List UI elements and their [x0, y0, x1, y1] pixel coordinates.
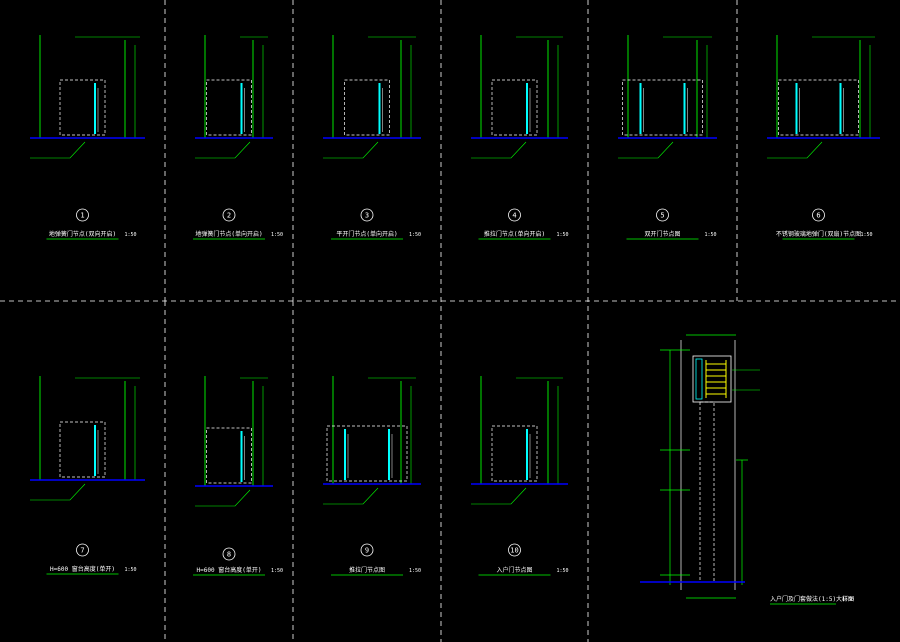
- detail-caption: 地弹簧门节点(双向开启): [49, 230, 116, 238]
- details-layer: 1 地弹簧门节点(双向开启) 1:50 2 地弹簧门节点(单向开启) 1:50 3 平开门节点…: [30, 35, 880, 576]
- detail-number: 7: [80, 547, 84, 555]
- detail-caption: 地弹簧门节点(单向开启): [195, 230, 262, 238]
- detail-caption: 入户门节点图: [496, 566, 532, 574]
- detail-number: 4: [512, 212, 516, 220]
- detail-caption: H=600 窗台高度(单开): [50, 565, 115, 573]
- detail-number: 8: [227, 551, 231, 559]
- detail-number-bubble: [222, 208, 236, 222]
- detail-number-bubble: [508, 208, 521, 222]
- detail-scale: 1:50: [557, 568, 569, 574]
- note-leader: [471, 487, 527, 505]
- detail-number-bubble: [76, 208, 89, 222]
- detail-number: 10: [510, 547, 518, 555]
- door-opening: [491, 79, 538, 136]
- detail-scale: 1:50: [705, 232, 717, 238]
- detail-scale: 1:50: [861, 232, 873, 238]
- detail-scale: 1:50: [125, 232, 137, 238]
- frame-insulation: [695, 358, 703, 400]
- door-opening: [491, 425, 538, 482]
- detail-number-bubble: [656, 208, 669, 222]
- section-scale: 1:50: [842, 597, 854, 603]
- door-opening: [622, 79, 703, 136]
- detail-number-bubble: [360, 208, 374, 222]
- section-dims-left: [660, 334, 748, 599]
- note-leader: [195, 141, 251, 159]
- detail-caption: 不锈钢玻璃地弹门(双扇)节点图: [776, 230, 861, 238]
- detail-8: 8H=600 窗台高度(单开) 1:50: [193, 376, 283, 576]
- detail-caption: 推拉门节点(单向开启): [484, 230, 545, 238]
- detail-scale: 1:50: [271, 568, 283, 574]
- detail-number: 1: [80, 212, 84, 220]
- detail-scale: 1:50: [409, 568, 421, 574]
- detail-7: 7H=600 窗台高度(单开) 1:50: [30, 376, 145, 575]
- detail-number: 6: [816, 212, 820, 220]
- section-caption: 入户门及门套做法(1:5)大样图: [770, 595, 854, 603]
- frame-hatch: [705, 360, 727, 398]
- detail-number-bubble: [76, 543, 89, 557]
- detail-caption: H=600 窗台高度(单开): [197, 566, 262, 574]
- detail-9: 9 推拉门节点图 1:50: [323, 376, 421, 576]
- detail-caption: 推拉门节点图: [349, 566, 385, 574]
- detail-scale: 1:50: [125, 567, 137, 573]
- door-opening: [326, 425, 408, 482]
- detail-2: 2 地弹簧门节点(单向开启) 1:50: [193, 35, 283, 240]
- door-opening: [206, 427, 252, 484]
- door-opening: [344, 79, 390, 136]
- note-leader: [618, 141, 674, 159]
- detail-number-bubble: [222, 547, 236, 561]
- note-leader: [323, 141, 379, 159]
- detail-number: 5: [660, 212, 664, 220]
- section-detail: 入户门及门套做法(1:5)大样图 1:50: [640, 334, 854, 605]
- note-leader: [195, 489, 251, 507]
- detail-number-bubble: [508, 543, 521, 557]
- door-opening: [206, 79, 252, 136]
- detail-number-bubble: [360, 543, 374, 557]
- detail-caption: 双开门节点图: [644, 230, 680, 238]
- detail-scale: 1:50: [409, 232, 421, 238]
- detail-4: 4 推拉门节点(单向开启) 1:50: [471, 35, 569, 240]
- door-opening: [59, 421, 106, 478]
- note-leader: [767, 141, 823, 159]
- note-leader: [30, 141, 86, 159]
- detail-number: 3: [365, 212, 369, 220]
- detail-number: 2: [227, 212, 231, 220]
- detail-5: 5 双开门节点图 1:50: [618, 35, 717, 240]
- detail-number: 9: [365, 547, 369, 555]
- detail-number-bubble: [812, 208, 825, 222]
- detail-1: 1 地弹簧门节点(双向开启) 1:50: [30, 35, 145, 240]
- detail-scale: 1:50: [271, 232, 283, 238]
- detail-caption: 平开门节点(单向开启): [336, 230, 397, 238]
- note-leader: [323, 487, 379, 505]
- detail-3: 3 平开门节点(单向开启) 1:50: [323, 35, 421, 240]
- door-opening: [778, 79, 859, 136]
- detail-scale: 1:50: [557, 232, 569, 238]
- note-leader: [30, 483, 86, 501]
- door-opening: [59, 79, 106, 136]
- note-leader: [471, 141, 527, 159]
- detail-10: 10 入户门节点图 1:50: [471, 376, 569, 576]
